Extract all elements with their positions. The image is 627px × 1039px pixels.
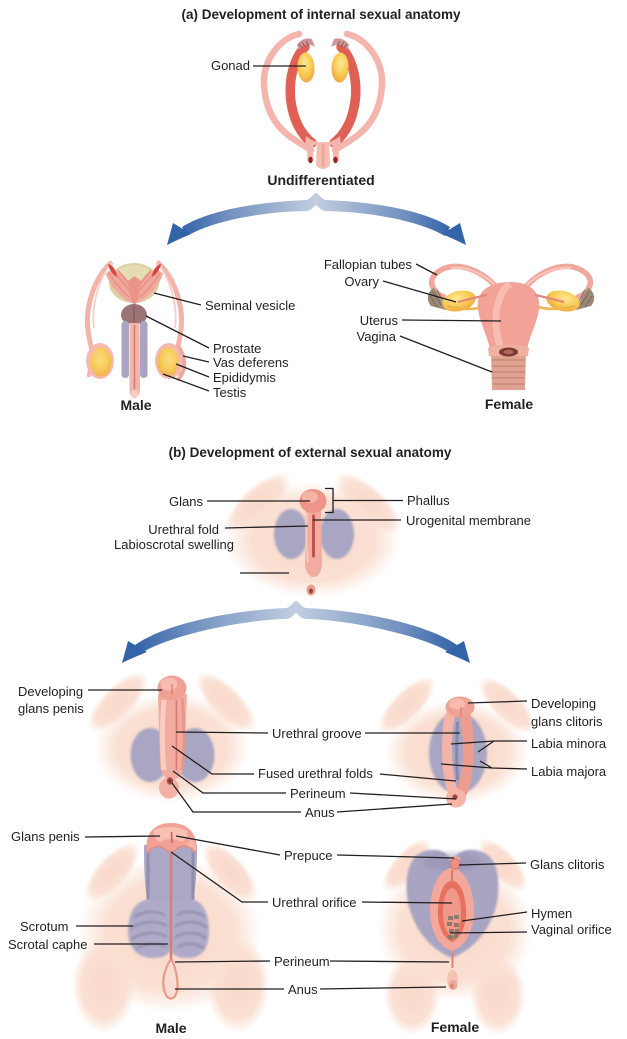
- svg-text:(b) Development of external se: (b) Development of external sexual anato…: [169, 445, 452, 460]
- svg-text:Glans penis: Glans penis: [11, 829, 80, 844]
- svg-text:glans penis: glans penis: [18, 701, 84, 716]
- svg-text:Urethral groove: Urethral groove: [272, 726, 362, 741]
- svg-text:Vagina: Vagina: [356, 329, 396, 344]
- svg-text:Labioscrotal swelling: Labioscrotal swelling: [114, 537, 234, 552]
- svg-text:Seminal vesicle: Seminal vesicle: [205, 298, 295, 313]
- svg-text:Labia majora: Labia majora: [531, 764, 607, 779]
- svg-text:Vas deferens: Vas deferens: [213, 355, 289, 370]
- svg-text:Perineum: Perineum: [290, 786, 346, 801]
- svg-text:Phallus: Phallus: [407, 493, 450, 508]
- svg-text:glans clitoris: glans clitoris: [531, 714, 603, 729]
- svg-text:Ovary: Ovary: [344, 274, 379, 289]
- svg-text:Fused urethral folds: Fused urethral folds: [258, 766, 373, 781]
- svg-text:Vaginal orifice: Vaginal orifice: [531, 922, 612, 937]
- svg-text:(a) Development of internal se: (a) Development of internal sexual anato…: [181, 7, 461, 22]
- svg-text:Gonad: Gonad: [211, 58, 250, 73]
- svg-text:Female: Female: [431, 1019, 479, 1035]
- svg-text:Uterus: Uterus: [360, 313, 399, 328]
- svg-text:Anus: Anus: [305, 805, 335, 820]
- svg-text:Scrotal caphe: Scrotal caphe: [8, 937, 88, 952]
- svg-text:Fallopian tubes: Fallopian tubes: [324, 257, 413, 272]
- svg-text:Undifferentiated: Undifferentiated: [267, 172, 374, 188]
- svg-text:Urogenital membrane: Urogenital membrane: [406, 513, 531, 528]
- svg-text:Prepuce: Prepuce: [284, 848, 332, 863]
- svg-text:Labia minora: Labia minora: [531, 736, 607, 751]
- svg-text:Hymen: Hymen: [531, 906, 572, 921]
- svg-text:Glans clitoris: Glans clitoris: [530, 857, 605, 872]
- svg-text:Anus: Anus: [288, 982, 318, 997]
- svg-text:Prostate: Prostate: [213, 341, 261, 356]
- svg-text:Developing: Developing: [18, 684, 83, 699]
- svg-text:Urethral fold: Urethral fold: [148, 522, 219, 537]
- svg-text:Developing: Developing: [531, 696, 596, 711]
- svg-text:Male: Male: [155, 1020, 186, 1036]
- svg-text:Female: Female: [485, 396, 533, 412]
- svg-text:Urethral orifice: Urethral orifice: [272, 895, 357, 910]
- svg-text:Male: Male: [120, 397, 151, 413]
- svg-text:Testis: Testis: [213, 385, 247, 400]
- svg-text:Perineum: Perineum: [274, 954, 330, 969]
- svg-text:Epididymis: Epididymis: [213, 370, 276, 385]
- svg-text:Scrotum: Scrotum: [20, 919, 68, 934]
- svg-text:Glans: Glans: [169, 494, 203, 509]
